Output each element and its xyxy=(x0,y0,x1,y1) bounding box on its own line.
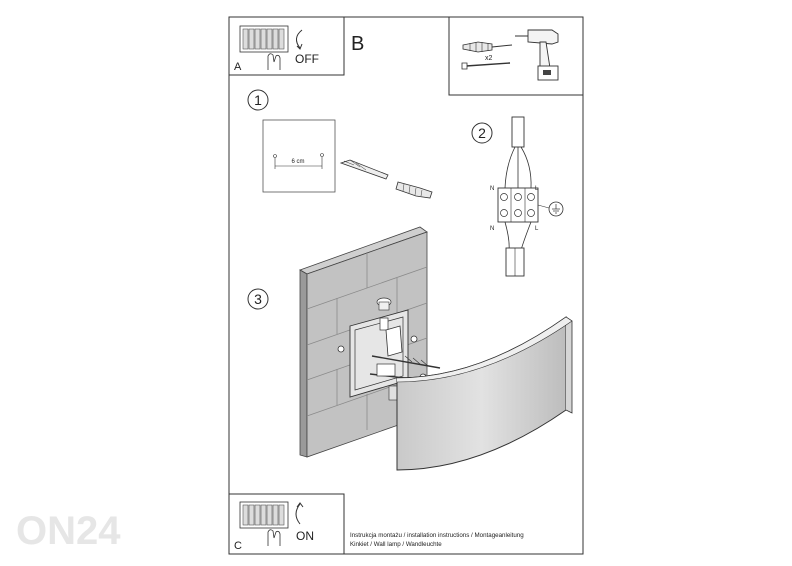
step-3-number: 3 xyxy=(254,291,262,307)
lamp-shade xyxy=(396,316,573,471)
panel-c: C ON xyxy=(228,493,345,555)
live-label-top: L xyxy=(535,186,539,192)
breaker-switch-icon xyxy=(239,25,289,70)
step-3: 3 xyxy=(247,226,573,471)
ground-symbol-icon xyxy=(537,201,564,217)
step-1: 1 6 cm xyxy=(247,89,433,199)
neutral-label-bottom: N xyxy=(490,226,494,232)
rotate-arrow-icon xyxy=(296,29,303,49)
off-label: OFF xyxy=(295,52,319,66)
step-1-number: 1 xyxy=(254,92,262,108)
step-2-marker xyxy=(471,122,493,144)
breaker-switch-icon xyxy=(239,501,289,546)
step-2: 2 N xyxy=(471,116,564,277)
page-frame xyxy=(228,16,584,555)
drill-hole-right xyxy=(320,153,324,157)
rotate-arrow-icon xyxy=(295,503,301,525)
supply-cable xyxy=(504,116,532,189)
distance-label: 6 cm xyxy=(291,159,304,165)
panel-b-letter: B xyxy=(351,33,364,55)
watermark-logo: ON24 xyxy=(16,509,121,553)
panel-c-letter: C xyxy=(234,540,242,552)
neutral-label-top: N xyxy=(490,186,494,192)
quantity-label: x2 xyxy=(485,55,493,62)
screw-icon xyxy=(461,62,511,70)
step-3-marker xyxy=(247,288,269,310)
footer-instructions: Instrukcja montażu / installation instru… xyxy=(350,532,524,539)
cable-entry xyxy=(376,297,392,311)
step-1-marker xyxy=(247,89,269,111)
step-2-number: 2 xyxy=(478,125,486,141)
on-label: ON xyxy=(296,529,314,543)
panel-b: x2 xyxy=(448,16,584,96)
wall-plug-icon xyxy=(462,41,513,53)
drill-icon xyxy=(515,29,559,81)
wall-plug-insert-icon xyxy=(395,181,433,199)
drill-bit-icon xyxy=(339,159,389,180)
drill-hole-left xyxy=(273,154,277,158)
lamp-cable xyxy=(504,221,532,277)
terminal-block xyxy=(497,187,539,223)
panel-a-letter: A xyxy=(234,61,242,73)
panel-a: A OFF xyxy=(228,16,345,76)
live-label-bottom: L xyxy=(535,226,539,232)
footer-product: Kinkiet / Wall lamp / Wandleuchte xyxy=(350,541,442,548)
